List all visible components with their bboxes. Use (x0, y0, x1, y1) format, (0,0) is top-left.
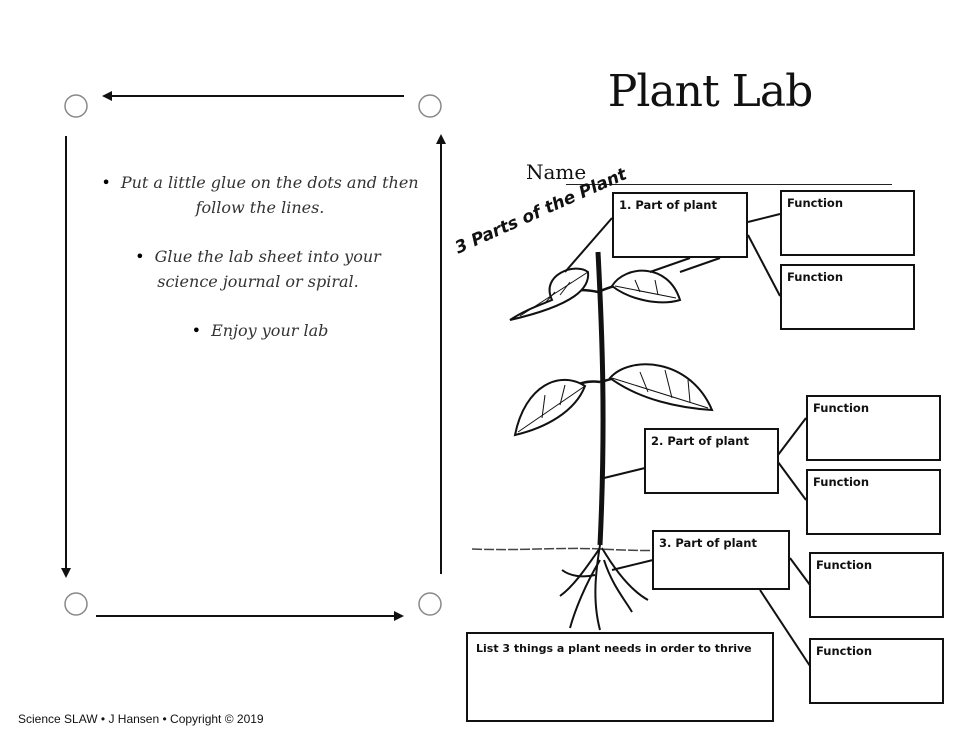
function-label: Function (816, 644, 873, 658)
part-1-label: 1. Part of plant (619, 198, 717, 212)
leaf-middle-left (513, 378, 587, 437)
function-label: Function (816, 558, 873, 572)
bullet: • (101, 173, 111, 192)
leaf-middle-right (608, 363, 714, 412)
part-3-label: 3. Part of plant (659, 536, 757, 550)
plant-stem (595, 251, 606, 546)
bullet: • (191, 321, 202, 340)
connector-lines (564, 213, 811, 667)
instruction-3: • Enjoy your lab (100, 318, 420, 343)
function-label: Function (787, 270, 844, 284)
instruction-text: Enjoy your lab (211, 321, 329, 340)
plant-needs-label: List 3 things a plant needs in order to … (476, 642, 752, 655)
bullet: • (135, 247, 145, 266)
leaf-veins (517, 271, 709, 433)
copyright-footer: Science SLAW • J Hansen • Copyright © 20… (18, 712, 264, 726)
part-1-box[interactable]: 1. Part of plant (612, 192, 748, 258)
guide-arrows (61, 91, 446, 621)
function-label: Function (813, 475, 870, 489)
name-field[interactable] (566, 184, 892, 185)
name-label: Name (526, 160, 587, 184)
glue-dot-top-left (64, 94, 88, 118)
function-box-3a[interactable]: Function (809, 552, 944, 618)
function-label: Function (813, 401, 870, 415)
glue-dot-top-right (418, 94, 442, 118)
plant-roots (559, 544, 649, 631)
function-box-2b[interactable]: Function (806, 469, 941, 535)
function-box-1b[interactable]: Function (780, 264, 915, 330)
function-box-3b[interactable]: Function (809, 638, 944, 704)
ground-line (471, 547, 681, 552)
leaf-upper-right (610, 269, 682, 304)
instruction-text: Put a little glue on the dots and then f… (120, 173, 419, 217)
part-2-label: 2. Part of plant (651, 434, 749, 448)
page-title: Plant Lab (607, 66, 814, 117)
glue-dots (64, 94, 442, 616)
part-2-box[interactable]: 2. Part of plant (644, 428, 779, 494)
plant-needs-box[interactable]: List 3 things a plant needs in order to … (466, 632, 774, 722)
glue-dot-bottom-left (64, 592, 88, 616)
instruction-1: • Put a little glue on the dots and then … (100, 170, 420, 220)
part-3-box[interactable]: 3. Part of plant (652, 530, 790, 590)
leaf-upper-left (509, 267, 590, 321)
function-box-2a[interactable]: Function (806, 395, 941, 461)
function-box-1a[interactable]: Function (780, 190, 915, 256)
function-label: Function (787, 196, 844, 210)
instruction-2: • Glue the lab sheet into your science jo… (108, 244, 408, 294)
instruction-text: Glue the lab sheet into your science jou… (154, 247, 381, 291)
glue-dot-bottom-right (418, 592, 442, 616)
plant-leaves (509, 267, 714, 437)
